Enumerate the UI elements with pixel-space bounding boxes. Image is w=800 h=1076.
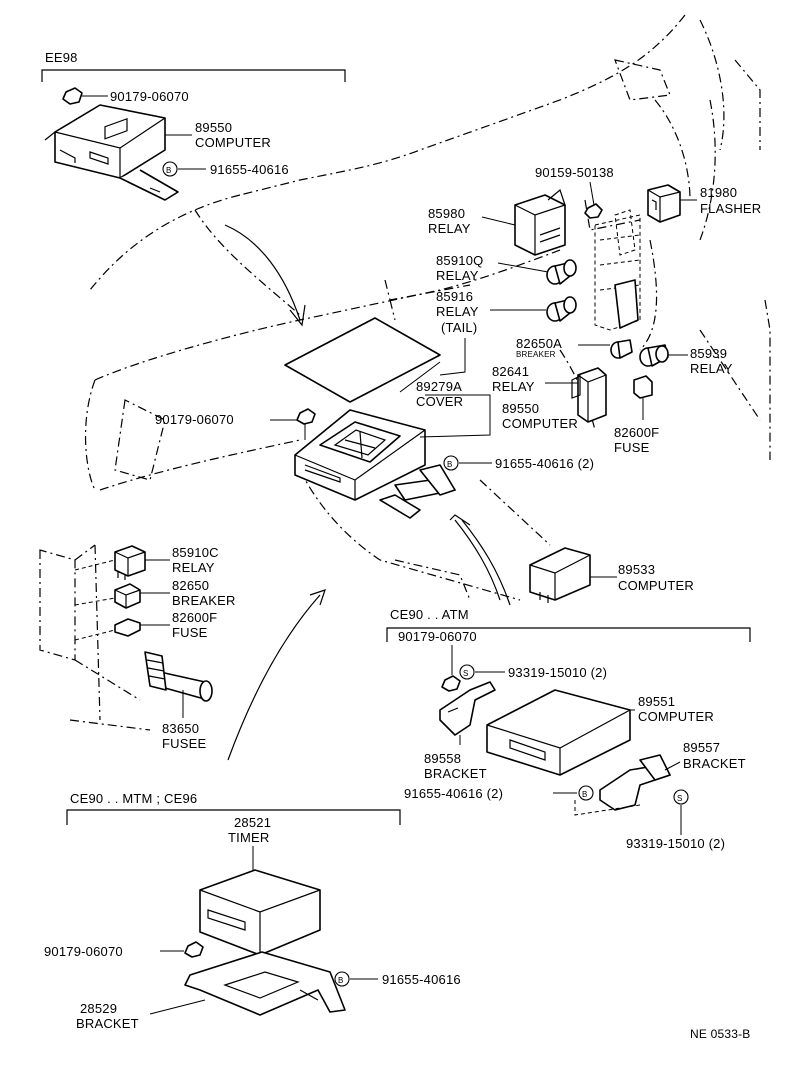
callout-breaker-82650-num: 82650: [172, 578, 209, 593]
relay-cluster: 90159-50138 85980 RELAY 81980 FLASHER 85…: [428, 165, 761, 455]
main-bolt-mark: B: [447, 460, 453, 469]
callout-main-nut: 90179-06070: [155, 412, 234, 427]
callout-computer-89533-name: COMPUTER: [618, 578, 694, 593]
callout-fuse-82600f-left-num: 82600F: [172, 610, 217, 625]
atm-screw-mark-1: S: [463, 669, 469, 678]
callout-main-computer-num: 89550: [502, 401, 539, 416]
relay-82641: [577, 367, 607, 423]
callout-atm-screw-2: 93319-15010 (2): [626, 836, 725, 851]
callout-timer-nut: 90179-06070: [44, 944, 123, 959]
atm-computer-89551: [486, 689, 631, 776]
callout-computer-89533-num: 89533: [618, 562, 655, 577]
callout-fuse-82600f-top-num: 82600F: [614, 425, 659, 440]
flow-arrows: [224, 224, 511, 761]
section-ce90-atm: CE90 . . ATM 90179-06070 S 93319-15010 (…: [386, 607, 751, 851]
main-nut: [296, 408, 316, 425]
timer-bolt-mark: B: [338, 976, 344, 985]
callout-main-bolt: 91655-40616 (2): [495, 456, 594, 471]
atm-screw-mark-2: S: [677, 794, 683, 803]
callout-atm-screw-1: 93319-15010 (2): [508, 665, 607, 680]
callout-timer-num: 28521: [234, 815, 271, 830]
callout-cover-name: COVER: [416, 394, 463, 409]
callout-timer-name: TIMER: [228, 830, 269, 845]
callout-bracket-28529-num: 28529: [80, 1001, 117, 1016]
callout-flasher-name: FLASHER: [700, 201, 761, 216]
callout-main-computer-name: COMPUTER: [502, 416, 578, 431]
callout-atm-computer-num: 89551: [638, 694, 675, 709]
callout-relay-85916-tail: (TAIL): [441, 320, 477, 335]
callout-atm-bolt: 91655-40616 (2): [404, 786, 503, 801]
callout-relay-85910q-name: RELAY: [436, 268, 479, 283]
callout-cover-num: 89279A: [416, 379, 462, 394]
diagram-code: NE 0533-B: [690, 1027, 751, 1041]
callout-breaker-82650a-name: BREAKER: [516, 350, 556, 359]
callout-breaker-82650-name: BREAKER: [172, 593, 236, 608]
callout-ee98-computer-num: 89550: [195, 120, 232, 135]
callout-atm-computer-name: COMPUTER: [638, 709, 714, 724]
section-title-ce90-mtm: CE90 . . MTM ; CE96: [70, 791, 197, 806]
callout-relay-85980-name: RELAY: [428, 221, 471, 236]
cover-89279a: [284, 317, 441, 403]
section-title-ce90-atm: CE90 . . ATM: [390, 607, 469, 622]
callout-breaker-82650a-num: 82650A: [516, 336, 562, 351]
callout-relay-85980-num: 85980: [428, 206, 465, 221]
callout-relay-85939-num: 85939: [690, 346, 727, 361]
callout-bracket-89557-num: 89557: [683, 740, 720, 755]
section-ee98: EE98 90179-06070 89550 COMPUTER B 91655-…: [41, 50, 346, 201]
left-parts: 85910C RELAY 82650 BREAKER 82600F FUSE 8…: [74, 545, 236, 751]
ee98-nut: [62, 87, 83, 105]
atm-bolt-mark: B: [582, 790, 588, 799]
callout-screw-90159: 90159-50138: [535, 165, 614, 180]
callout-relay-85939-name: RELAY: [690, 361, 733, 376]
ee98-bolt-mark: B: [166, 166, 172, 175]
callout-fuse-82600f-top-name: FUSE: [614, 440, 650, 455]
section-ce90-mtm: CE90 . . MTM ; CE96 28521 TIMER 90179-06…: [44, 791, 461, 1031]
flasher-81980: [647, 184, 681, 223]
callout-atm-nut: 90179-06070: [398, 629, 477, 644]
callout-relay-85910c-num: 85910C: [172, 545, 219, 560]
callout-ee98-computer-name: COMPUTER: [195, 135, 271, 150]
callout-relay-85916-name: RELAY: [436, 304, 479, 319]
callout-relay-85916-num: 85916: [436, 289, 473, 304]
callout-fuse-82600f-left-name: FUSE: [172, 625, 208, 640]
callout-ee98-bolt: 91655-40616: [210, 162, 289, 177]
computer-89533: 89533 COMPUTER: [479, 479, 694, 603]
callout-bracket-28529-name: BRACKET: [76, 1016, 139, 1031]
callout-relay-82641-name: RELAY: [492, 379, 535, 394]
callout-bracket-89557-name: BRACKET: [683, 756, 746, 771]
callout-fusee-num: 83650: [162, 721, 199, 736]
callout-flasher-num: 81980: [700, 185, 737, 200]
callout-relay-85910c-name: RELAY: [172, 560, 215, 575]
bracket-89558: [439, 681, 496, 736]
callout-bracket-89558-name: BRACKET: [424, 766, 487, 781]
callout-relay-85910q-num: 85910Q: [436, 253, 483, 268]
callout-ee98-nut: 90179-06070: [110, 89, 189, 104]
section-title-ee98: EE98: [45, 50, 78, 65]
ee98-computer: [54, 104, 166, 179]
bracket-28529: [184, 951, 346, 1016]
callout-bracket-89558-num: 89558: [424, 751, 461, 766]
callout-timer-bolt: 91655-40616: [382, 972, 461, 987]
callout-relay-82641-num: 82641: [492, 364, 529, 379]
callout-fusee-name: FUSEE: [162, 736, 206, 751]
relay-85980: [514, 194, 566, 256]
cover-and-computer: 89279A COVER 90179-06070 89550 COMPUTER …: [155, 317, 594, 519]
